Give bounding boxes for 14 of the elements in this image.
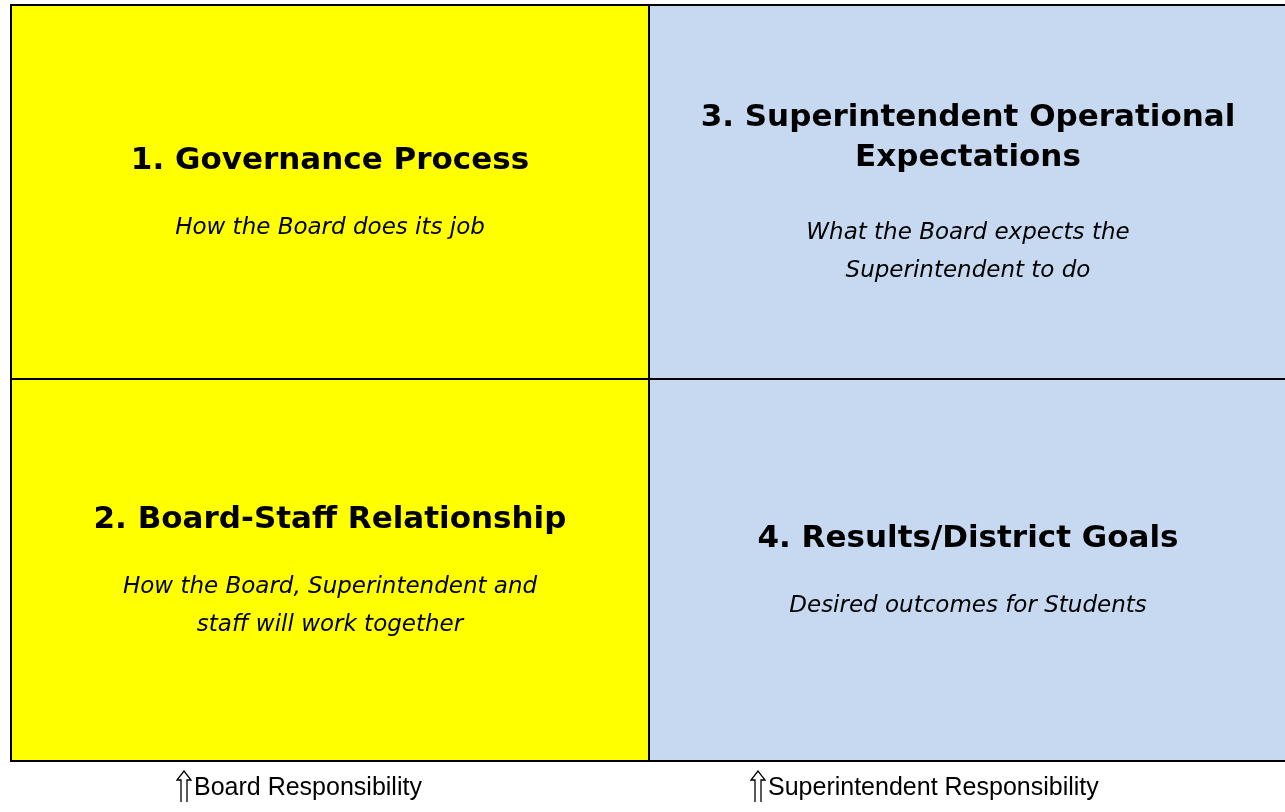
quadrant-description: Desired outcomes for Students: [789, 590, 1147, 620]
quadrant-heading: 4. Results/District Goals: [757, 516, 1179, 556]
quadrant-box: [10, 378, 650, 762]
quadrant-heading: 3. Superintendent Operational Expectations: [699, 95, 1237, 176]
responsibility-label: Board Responsibility: [194, 771, 422, 801]
quadrant-heading: 2. Board-Staff Relationship: [93, 497, 567, 537]
quadrant-box: [10, 4, 650, 380]
quadrant-description: How the Board does its job: [175, 212, 485, 242]
quadrant-box: [648, 4, 1285, 380]
quadrant-heading: 1. Governance Process: [130, 138, 530, 178]
responsibility-label: Superintendent Responsibility: [768, 771, 1099, 801]
quadrant-box: [648, 378, 1285, 762]
quadrant-description: How the Board, Superintendent and staff will work together: [121, 571, 539, 639]
quadrant-description: What the Board expects the Superintendent to do: [805, 217, 1131, 285]
